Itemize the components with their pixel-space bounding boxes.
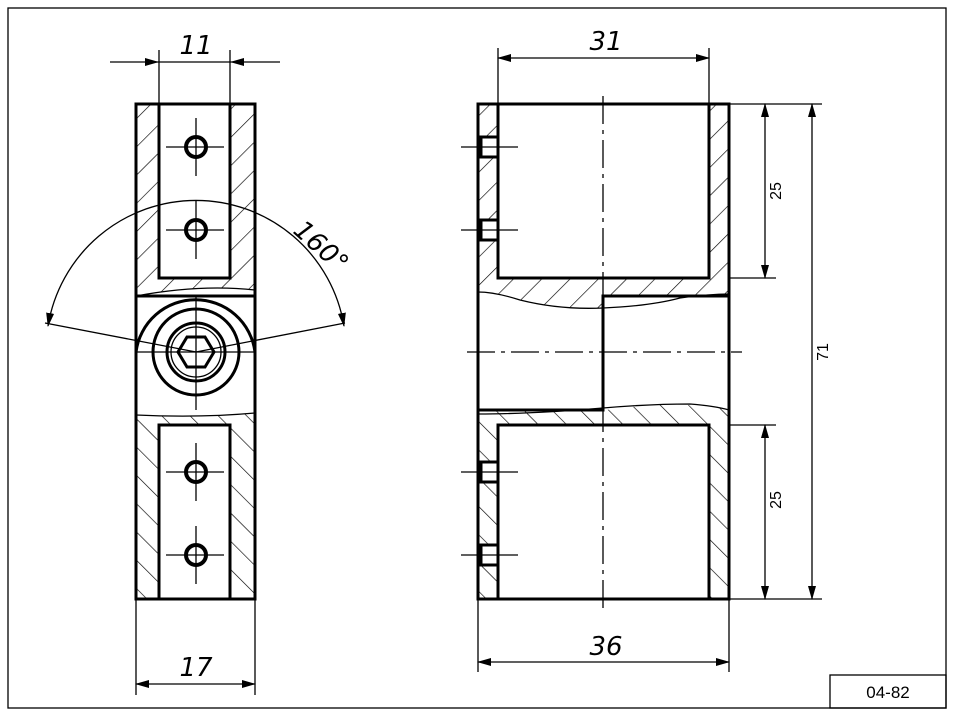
dimension-25-lower: 25 [768, 491, 785, 509]
dimension-11: 11 [179, 31, 212, 61]
dimension-36: 36 [589, 632, 622, 662]
dimension-17: 17 [179, 653, 213, 683]
sheet-border [7, 7, 947, 709]
side-holes [461, 135, 518, 567]
drawing-code: 04-82 [866, 683, 909, 702]
dimension-25-upper: 25 [768, 182, 785, 200]
angle-dimension: 160° [287, 215, 354, 279]
title-block [829, 674, 947, 709]
dimension-71: 71 [815, 343, 832, 361]
section-view: 31 36 25 25 71 [461, 27, 832, 672]
hex-socket-icon [176, 335, 216, 369]
dimension-31: 31 [589, 27, 622, 57]
side-view: 160° 11 17 [44, 31, 354, 695]
mounting-holes [166, 118, 224, 584]
